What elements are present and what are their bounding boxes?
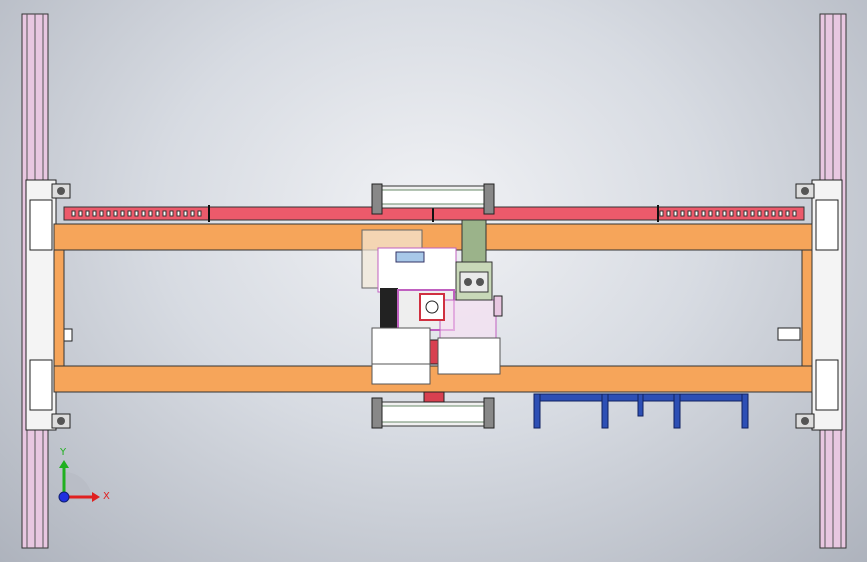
- rack-tooth: [715, 210, 720, 217]
- right-end-carriage: [777, 179, 843, 431]
- coordinate-triad: X Y: [58, 447, 110, 503]
- rack-tooth: [113, 210, 118, 217]
- rack-tooth: [106, 210, 111, 217]
- rack-tooth: [190, 210, 195, 217]
- rack-tooth: [92, 210, 97, 217]
- rack-tooth: [71, 210, 76, 217]
- rack-tooth: [687, 210, 692, 217]
- rack-tooth: [120, 210, 125, 217]
- rack-tooth: [736, 210, 741, 217]
- rack-tooth: [659, 210, 664, 217]
- rack-tooth: [757, 210, 762, 217]
- white-plates: [371, 327, 501, 385]
- rack-tooth: [778, 210, 783, 217]
- blue-support-frame: [533, 393, 749, 429]
- rack-tooth: [134, 210, 139, 217]
- rack-tooth: [148, 210, 153, 217]
- rack-tooth: [127, 210, 132, 217]
- rack-tooth: [785, 210, 790, 217]
- rack-tooth: [99, 210, 104, 217]
- y-axis-label: Y: [59, 447, 67, 458]
- rack-tooth: [729, 210, 734, 217]
- rack-tooth: [197, 210, 202, 217]
- rack-tooth: [176, 210, 181, 217]
- rack-tooth: [792, 210, 797, 217]
- trolley-frame-bottom: [371, 391, 495, 429]
- green-motor: [455, 219, 493, 301]
- bottom-beam: [53, 365, 813, 393]
- rack-tooth: [764, 210, 769, 217]
- rack-tooth: [85, 210, 90, 217]
- rack-tooth: [680, 210, 685, 217]
- rack-tooth: [722, 210, 727, 217]
- rack-tooth: [708, 210, 713, 217]
- rack-tooth: [743, 210, 748, 217]
- rack-tooth: [750, 210, 755, 217]
- rack-tooth: [155, 210, 160, 217]
- left-end-carriage: [25, 179, 73, 431]
- rack-tooth: [673, 210, 678, 217]
- beam-side-posts: [53, 249, 813, 367]
- rack-tooth: [183, 210, 188, 217]
- rack-tooth: [771, 210, 776, 217]
- rack-tooth: [78, 210, 83, 217]
- rack-tooth: [694, 210, 699, 217]
- rack-tooth: [701, 210, 706, 217]
- rack-tooth: [162, 210, 167, 217]
- trolley-frame-top: [371, 183, 495, 215]
- top-beam: [53, 223, 813, 251]
- rack-tooth: [666, 210, 671, 217]
- rack-tooth: [169, 210, 174, 217]
- rack-tooth: [141, 210, 146, 217]
- x-axis-label: X: [103, 491, 110, 502]
- trolley-body: [361, 229, 503, 365]
